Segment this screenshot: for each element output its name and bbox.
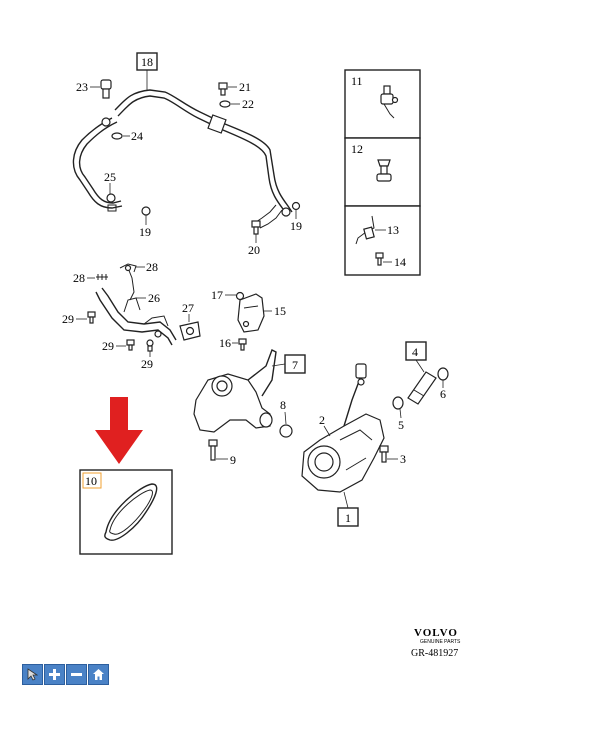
label-5: 5 bbox=[398, 418, 404, 432]
label-25: 25 bbox=[104, 170, 116, 184]
bolt-28 bbox=[96, 274, 108, 280]
label-23: 23 bbox=[76, 80, 88, 94]
label-17: 17 bbox=[211, 288, 223, 302]
bolt-3 bbox=[379, 445, 389, 463]
label-8: 8 bbox=[280, 398, 286, 412]
zoom-out-button[interactable] bbox=[66, 664, 87, 685]
label-27: 27 bbox=[182, 301, 194, 315]
plus-icon bbox=[49, 669, 60, 680]
select-tool-button[interactable] bbox=[22, 664, 43, 685]
brand-name: VOLVO bbox=[414, 627, 458, 639]
label-4: 4 bbox=[412, 345, 418, 359]
label-29-left: 29 bbox=[62, 312, 74, 326]
label-3: 3 bbox=[400, 452, 406, 466]
belt-10 bbox=[104, 483, 158, 541]
nut-25 bbox=[106, 193, 117, 212]
nut-19-left bbox=[141, 206, 151, 216]
washer-22 bbox=[219, 100, 231, 108]
bolt-16 bbox=[238, 338, 247, 351]
bolt-23 bbox=[100, 79, 112, 99]
sensor-11 bbox=[380, 85, 399, 119]
viewer-toolbar bbox=[22, 664, 109, 685]
highlight-arrow bbox=[95, 397, 143, 464]
bolt-9 bbox=[208, 439, 218, 461]
turbocharger-1 bbox=[301, 363, 385, 493]
bolt-14 bbox=[375, 252, 384, 266]
bracket-13 bbox=[355, 215, 375, 245]
label-26: 26 bbox=[148, 291, 160, 305]
cursor-icon bbox=[27, 668, 38, 681]
label-2: 2 bbox=[319, 413, 325, 427]
label-12: 12 bbox=[351, 142, 363, 156]
label-14: 14 bbox=[394, 255, 406, 269]
label-11: 11 bbox=[351, 74, 363, 88]
minus-icon bbox=[71, 673, 82, 676]
nut-19-right bbox=[291, 201, 301, 211]
home-icon bbox=[93, 669, 104, 680]
o-ring-8 bbox=[279, 424, 293, 438]
bolt-29-left bbox=[87, 311, 96, 324]
pipe-assembly-18 bbox=[72, 89, 293, 229]
housing-7 bbox=[193, 349, 277, 433]
label-29-bottom: 29 bbox=[141, 357, 153, 371]
valve-12 bbox=[376, 159, 392, 182]
label-10: 10 bbox=[85, 474, 97, 488]
label-1: 1 bbox=[345, 511, 351, 525]
home-button[interactable] bbox=[88, 664, 109, 685]
label-16: 16 bbox=[219, 336, 231, 350]
label-18: 18 bbox=[141, 55, 153, 69]
o-ring-5 bbox=[392, 396, 404, 410]
label-28-right: 28 bbox=[146, 260, 158, 274]
label-15: 15 bbox=[274, 304, 286, 318]
washer-24 bbox=[111, 132, 123, 140]
label-19-left: 19 bbox=[139, 225, 151, 239]
clip-28-top bbox=[119, 263, 137, 273]
label-28-left: 28 bbox=[73, 271, 85, 285]
label-22: 22 bbox=[242, 97, 254, 111]
bolt-20 bbox=[251, 220, 261, 235]
zoom-in-button[interactable] bbox=[44, 664, 65, 685]
screw-21 bbox=[218, 82, 228, 96]
nut-17 bbox=[235, 291, 245, 301]
diagram-reference: GR-481927 bbox=[411, 648, 458, 659]
label-20: 20 bbox=[248, 243, 260, 257]
label-19-right: 19 bbox=[290, 219, 302, 233]
label-6: 6 bbox=[440, 387, 446, 401]
label-box-10 bbox=[82, 472, 102, 489]
brand-tagline: GENUINE PARTS bbox=[420, 639, 461, 645]
bolt-29-middle bbox=[126, 339, 135, 351]
label-21: 21 bbox=[239, 80, 251, 94]
gasket-27 bbox=[179, 321, 201, 341]
label-9: 9 bbox=[230, 453, 236, 467]
hose-4 bbox=[407, 371, 437, 405]
heat-shield-15 bbox=[237, 293, 265, 333]
bracket-26 bbox=[95, 267, 177, 346]
label-13: 13 bbox=[387, 223, 399, 237]
bolt-29-bottom bbox=[146, 339, 154, 352]
o-ring-6 bbox=[437, 367, 449, 381]
label-24: 24 bbox=[131, 129, 143, 143]
detail-box-13-14 bbox=[344, 205, 421, 276]
label-7: 7 bbox=[292, 358, 298, 372]
label-29-middle: 29 bbox=[102, 339, 114, 353]
